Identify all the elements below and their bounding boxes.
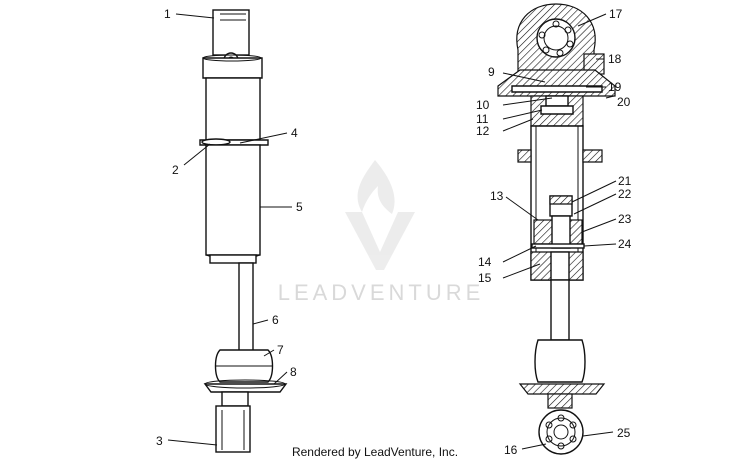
callout-2: 2 bbox=[172, 163, 179, 177]
lower-eye-bearing bbox=[538, 409, 584, 455]
piston-nut bbox=[549, 195, 573, 205]
mid-ring bbox=[517, 149, 532, 163]
callout-21: 21 bbox=[618, 174, 632, 188]
leader-lines bbox=[167, 13, 617, 450]
callout-18: 18 bbox=[608, 52, 622, 66]
top-collar bbox=[202, 57, 263, 79]
callout-19: 19 bbox=[608, 80, 622, 94]
callout-24: 24 bbox=[618, 237, 632, 251]
flame-v-logo-icon bbox=[345, 160, 415, 270]
callout-7: 7 bbox=[277, 343, 284, 357]
callout-14: 14 bbox=[478, 255, 492, 269]
lower-spring-seat bbox=[518, 383, 606, 395]
callout-25: 25 bbox=[617, 426, 631, 440]
upper-body bbox=[205, 77, 261, 141]
callout-8: 8 bbox=[290, 365, 297, 379]
bumper-cutaway bbox=[534, 339, 586, 383]
piston-rod bbox=[550, 279, 570, 341]
callout-11: 11 bbox=[476, 112, 489, 126]
callout-10: 10 bbox=[476, 98, 490, 112]
top-eye-mount bbox=[212, 9, 250, 56]
callout-1: 1 bbox=[164, 7, 171, 21]
callout-13: 13 bbox=[490, 189, 504, 203]
piston-shaft bbox=[238, 262, 254, 352]
callout-17: 17 bbox=[609, 7, 623, 21]
callout-23: 23 bbox=[618, 212, 632, 226]
callout-12: 12 bbox=[476, 124, 490, 138]
callout-16: 16 bbox=[504, 443, 518, 457]
callout-20: 20 bbox=[617, 95, 631, 109]
rendered-by-footer: Rendered by LeadVenture, Inc. bbox=[291, 445, 459, 459]
callout-22: 22 bbox=[618, 187, 632, 201]
callout-15: 15 bbox=[478, 271, 492, 285]
callout-numbers: 1 2 3 4 5 6 7 8 9 10 11 12 13 14 15 16 1… bbox=[156, 7, 632, 457]
callout-6: 6 bbox=[272, 313, 279, 327]
watermark-brand: LEADVENTURE bbox=[277, 280, 485, 305]
callout-5: 5 bbox=[296, 200, 303, 214]
left-shock-exterior bbox=[199, 9, 288, 453]
right-shock-cutaway bbox=[497, 3, 616, 455]
callout-9: 9 bbox=[488, 65, 495, 79]
callout-3: 3 bbox=[156, 434, 163, 448]
callout-4: 4 bbox=[291, 126, 298, 140]
main-cylinder bbox=[205, 144, 261, 256]
